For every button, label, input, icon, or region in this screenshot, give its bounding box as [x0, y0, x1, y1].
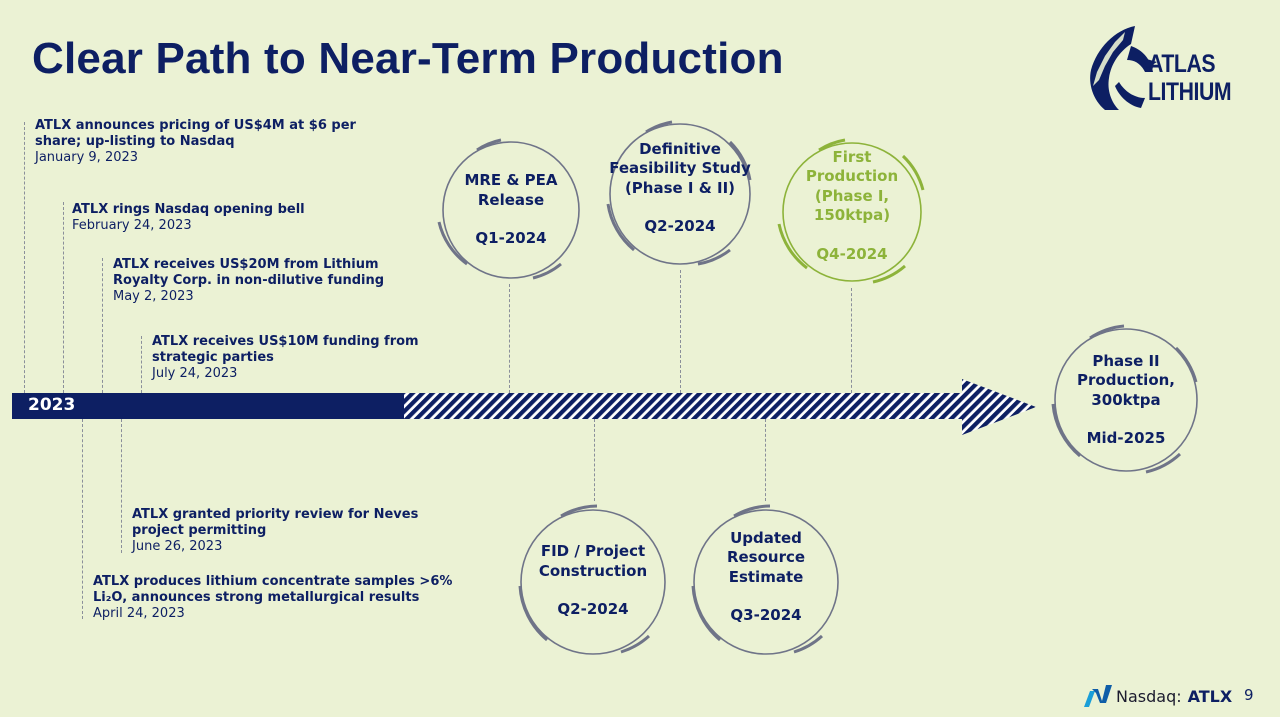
milestone-date: Q4-2024 — [816, 244, 888, 263]
event-title: ATLX receives US$10M funding from — [152, 334, 419, 349]
event-title: strategic parties — [152, 350, 274, 365]
connector-line — [102, 258, 103, 393]
milestone-title: Production, — [1077, 371, 1175, 389]
connector-line — [121, 419, 122, 553]
timeline-arrow-icon — [404, 379, 1036, 435]
connector-line — [24, 122, 25, 393]
milestone-dfs: Definitive Feasibility Study (Phase I & … — [606, 118, 754, 270]
eagle-icon — [1090, 26, 1157, 110]
milestone-first-production: First Production (Phase I, 150ktpa) Q4-2… — [777, 136, 927, 288]
footer-nasdaq: Nasdaq: ATLX — [1082, 683, 1232, 709]
event-title: Royalty Corp. in non-dilutive funding — [113, 273, 385, 288]
milestone-date: Mid-2025 — [1086, 429, 1166, 447]
ticker-label: ATLX — [1187, 686, 1233, 706]
milestone-phase-2: Phase II Production, 300ktpa Mid-2025 — [1050, 322, 1202, 478]
event-title: ATLX granted priority review for Neves — [132, 507, 419, 522]
milestone-title: FID / Project — [540, 542, 646, 561]
ring-icon — [437, 138, 580, 280]
milestone-title: Construction — [538, 561, 648, 580]
connector-line — [141, 336, 142, 393]
milestone-title: Resource — [726, 548, 806, 566]
connector-line — [82, 419, 83, 619]
connector-line — [680, 270, 681, 393]
milestone-title: Release — [477, 190, 545, 209]
event-date: April 24, 2023 — [93, 606, 185, 621]
event-jun-2023: ATLX granted priority review for Neves p… — [132, 507, 418, 555]
milestone-title: Phase II — [1092, 351, 1160, 370]
milestone-updated-resource: Updated Resource Estimate Q3-2024 — [690, 502, 842, 660]
timeline-year-label: 2023 — [28, 395, 76, 415]
ring-icon — [691, 504, 839, 655]
event-title: share; up-listing to Nasdaq — [35, 134, 235, 149]
milestone-fid: FID / Project Construction Q2-2024 — [517, 502, 669, 660]
event-title: ATLX rings Nasdaq opening bell — [72, 202, 305, 217]
milestone-date: Q1-2024 — [475, 229, 547, 248]
milestone-date: Q3-2024 — [730, 606, 802, 624]
milestone-date: Q2-2024 — [644, 217, 716, 235]
event-title: ATLX announces pricing of US$4M at $6 pe… — [35, 118, 356, 133]
milestone-title: First — [832, 147, 872, 166]
timeline-bar-2023 — [12, 393, 406, 419]
connector-line — [509, 284, 510, 393]
event-title: ATLX receives US$20M from Lithium — [113, 257, 379, 272]
event-title: ATLX produces lithium concentrate sample… — [93, 574, 453, 589]
milestone-title: Estimate — [728, 567, 804, 586]
logo-line-2: LITHIUM — [1148, 78, 1232, 106]
milestone-date: Q2-2024 — [557, 600, 629, 619]
ring-icon — [606, 120, 752, 266]
event-apr-2023: ATLX produces lithium concentrate sample… — [93, 574, 452, 622]
connector-line — [851, 288, 852, 393]
milestone-title: Feasibility Study — [609, 159, 751, 177]
nasdaq-logo-icon — [1084, 685, 1112, 707]
ring-icon — [1051, 324, 1198, 474]
event-may-2023: ATLX receives US$20M from Lithium Royalt… — [113, 257, 384, 305]
connector-line — [594, 419, 595, 501]
milestone-title: Definitive — [639, 139, 721, 158]
ring-icon — [518, 504, 666, 655]
nasdaq-label: Nasdaq: — [1116, 686, 1182, 706]
logo-text: ATLAS LITHIUM — [1148, 50, 1232, 106]
milestone-title: Production — [805, 167, 899, 186]
milestone-title: (Phase I, — [814, 186, 890, 205]
event-date: February 24, 2023 — [72, 218, 192, 233]
connector-line — [765, 419, 766, 501]
ring-icon — [777, 138, 925, 284]
page-title: Clear Path to Near-Term Production — [32, 34, 784, 83]
event-date: May 2, 2023 — [113, 289, 194, 304]
milestone-title: MRE & PEA — [464, 171, 558, 190]
event-date: January 9, 2023 — [35, 150, 139, 165]
logo-line-1: ATLAS — [1148, 50, 1216, 78]
milestone-title: 300ktpa — [1091, 390, 1161, 409]
event-title: project permitting — [132, 523, 267, 538]
milestone-title: 150ktpa) — [813, 206, 891, 225]
milestone-mre-pea: MRE & PEA Release Q1-2024 — [437, 136, 585, 284]
event-date: June 26, 2023 — [132, 539, 223, 554]
milestone-title: Updated — [730, 528, 802, 547]
page-number: 9 — [1244, 686, 1254, 704]
milestone-title: (Phase I & II) — [624, 178, 736, 197]
event-title: Li₂O, announces strong metallurgical res… — [93, 590, 420, 605]
event-jan-2023: ATLX announces pricing of US$4M at $6 pe… — [35, 118, 356, 166]
connector-line — [63, 202, 64, 393]
event-feb-2023: ATLX rings Nasdaq opening bell February … — [72, 202, 305, 234]
event-date: July 24, 2023 — [152, 366, 238, 381]
event-jul-2023: ATLX receives US$10M funding from strate… — [152, 334, 419, 382]
